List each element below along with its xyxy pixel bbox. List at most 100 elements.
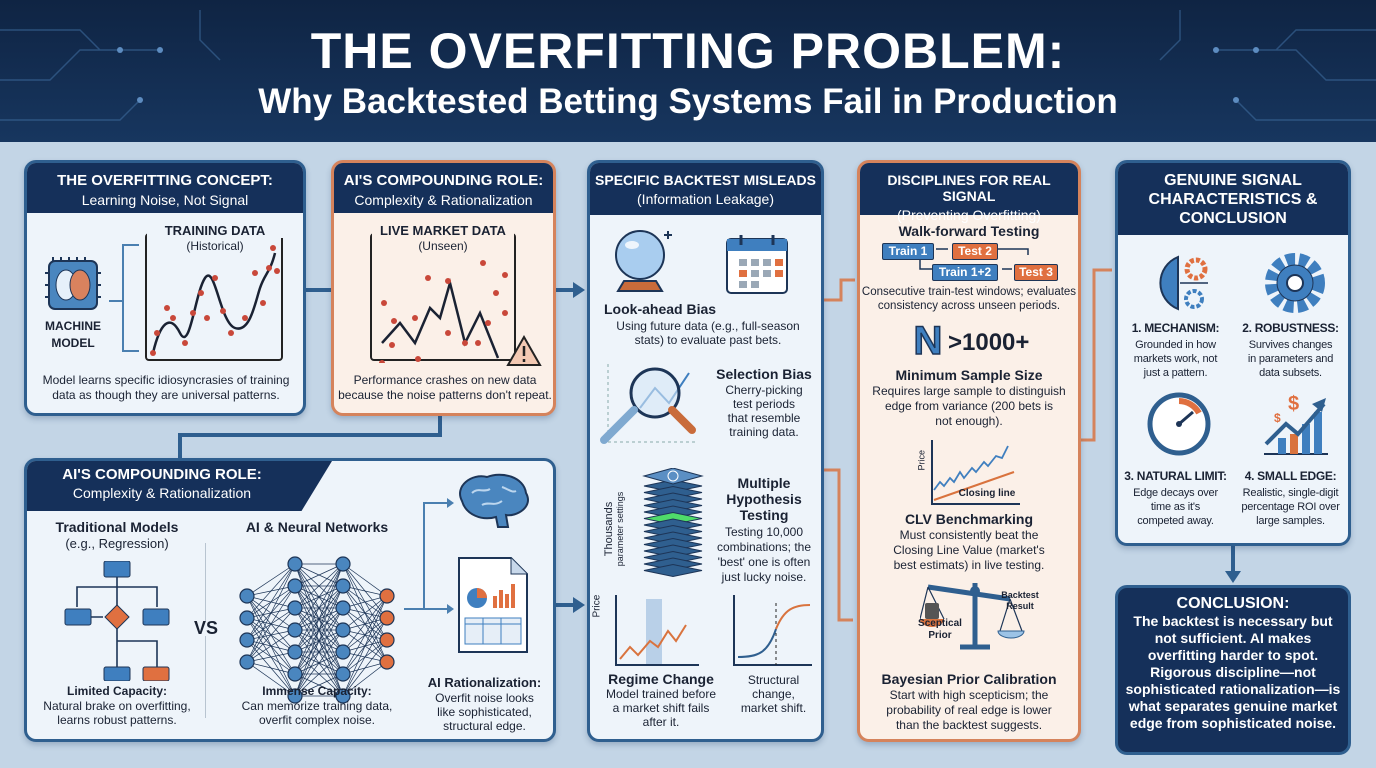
- description: Cherry-picking: [725, 383, 803, 397]
- description: Can memorize training data,: [241, 699, 393, 713]
- brain-chip-icon: [45, 257, 101, 310]
- characteristic-title: 2. ROBUSTNESS:: [1242, 321, 1339, 335]
- chart-subtitle: (Historical): [186, 239, 244, 253]
- panel-title: DISCIPLINES FOR REAL SIGNAL: [887, 172, 1051, 204]
- test-2-box: Test 2: [952, 243, 998, 260]
- characteristic-description: in parameters and: [1247, 353, 1334, 365]
- panel-title: CHARACTERISTICS &: [1148, 191, 1318, 208]
- immense-capacity-title: Immense Capacity:: [262, 684, 372, 698]
- description: 'best' one is often: [717, 555, 811, 569]
- gear-icon: [1265, 253, 1325, 313]
- description: structural edge.: [443, 719, 526, 733]
- description: market shift.: [740, 701, 807, 715]
- description: data as though they are universal patter…: [52, 388, 280, 402]
- characteristic-description: Grounded in how: [1135, 339, 1216, 351]
- svg-text:$: $: [1274, 411, 1281, 425]
- characteristic-description: Realistic, single-digit: [1242, 487, 1339, 499]
- description: than the backtest suggests.: [895, 718, 1043, 732]
- gears-head-icon: [1159, 255, 1208, 311]
- characteristic-description: Edge decays over: [1133, 487, 1218, 499]
- conclusion-title: CONCLUSION:: [1176, 595, 1290, 612]
- panel-title: GENUINE SIGNAL: [1164, 172, 1302, 189]
- page-title: THE OVERFITTING PROBLEM:: [310, 23, 1066, 79]
- regime-change-chart: [615, 595, 699, 666]
- description: after it.: [642, 715, 680, 729]
- multiple-hypothesis-title: Testing: [739, 507, 789, 523]
- characteristic-description: data subsets.: [1259, 367, 1322, 379]
- chart-subtitle: (Unseen): [418, 239, 468, 253]
- gauge-icon: [1147, 392, 1211, 456]
- compounding-role-panel: AI'S COMPOUNDING ROLE: Complexity & Rati…: [24, 458, 556, 742]
- regime-change-title: Regime Change: [608, 671, 714, 687]
- report-document-icon: [458, 557, 528, 653]
- growth-chart-icon: $$: [1264, 393, 1328, 455]
- description: stats) to evaluate past bets.: [634, 333, 782, 347]
- flowchart-icon: [64, 561, 170, 681]
- multiple-hypothesis-title: Multiple: [737, 475, 791, 491]
- characteristic-description: time as it's: [1150, 501, 1201, 513]
- conclusion-line: what separates genuine market: [1128, 698, 1338, 714]
- characteristic-description: percentage ROI over: [1241, 501, 1340, 513]
- description: Consecutive train-test windows; evaluate…: [861, 286, 1077, 298]
- neural-network-icon: [239, 556, 395, 704]
- structural-change-chart: [733, 595, 812, 666]
- limited-capacity-title: Limited Capacity:: [66, 684, 168, 698]
- panel-subtitle: Learning Noise, Not Signal: [81, 192, 249, 208]
- closing-line-label: Closing line: [958, 488, 1016, 499]
- walk-forward-title: Walk-forward Testing: [898, 223, 1040, 239]
- arrows: [109, 244, 139, 352]
- panel-subtitle: (Information Leakage): [637, 191, 774, 207]
- description: training data.: [729, 425, 799, 439]
- stack-label-line: Thousands: [603, 501, 615, 557]
- balance-scale-icon: [920, 583, 1025, 650]
- overfitting-concept-panel: THE OVERFITTING CONCEPT: Learning Noise, …: [24, 160, 306, 416]
- description: Model learns specific idiosyncrasies of …: [42, 373, 290, 387]
- characteristic-description: large samples.: [1256, 515, 1325, 527]
- conclusion-line: not sufficient. AI makes: [1154, 630, 1312, 646]
- panel-title: THE OVERFITTING CONCEPT:: [57, 172, 273, 189]
- traditional-title: Traditional Models: [55, 519, 179, 535]
- panel-title: SPECIFIC BACKTEST MISLEADS: [595, 172, 816, 188]
- warning-icon: [506, 335, 542, 366]
- description: Testing 10,000: [724, 525, 804, 539]
- description: that resemble: [727, 411, 801, 425]
- vs-label: VS: [187, 619, 225, 637]
- description: Structural: [747, 673, 800, 687]
- conclusion-line: The backtest is necessary but: [1133, 613, 1333, 629]
- ai-title: AI & Neural Networks: [245, 519, 389, 535]
- label-line: Prior: [928, 630, 952, 641]
- n-letter: N: [913, 319, 943, 363]
- conclusion-box: CONCLUSION: The backtest is necessary bu…: [1115, 585, 1351, 755]
- train-1-2-box: Train 1+2: [932, 264, 998, 281]
- backtest-misleads-panel: SPECIFIC BACKTEST MISLEADS (Information L…: [587, 160, 824, 742]
- description: Model trained before: [605, 687, 717, 701]
- characteristic-description: markets work, not: [1133, 353, 1218, 365]
- panel-title: CONCLUSION: [1179, 210, 1287, 227]
- description: edge from variance (200 bets is: [884, 399, 1054, 413]
- live-market-panel: AI'S COMPOUNDING ROLE:Complexity & Ratio…: [331, 160, 556, 416]
- description: overfit complex noise.: [258, 713, 376, 727]
- circuit-pattern: [0, 10, 1376, 121]
- axis-label: Price: [916, 449, 927, 471]
- walk-forward-arrows: [919, 248, 1029, 270]
- panel-title: AI'S COMPOUNDING ROLE:: [62, 466, 262, 483]
- description: Overfit noise looks: [435, 691, 534, 705]
- description: combinations; the: [716, 540, 812, 554]
- description: like sophisticated,: [437, 705, 532, 719]
- description: learns robust patterns.: [57, 713, 177, 727]
- model-label: MODEL: [51, 336, 95, 350]
- conclusion-line: Rigorous discipline—not: [1150, 664, 1316, 680]
- description: Start with high scepticism; the: [889, 688, 1049, 702]
- test-3-box: Test 3: [1014, 264, 1058, 281]
- description: consistency across unseen periods.: [877, 300, 1061, 312]
- ai-rationalization-title: AI Rationalization:: [427, 675, 542, 690]
- stack-label-line: parameter settings: [615, 491, 625, 567]
- svg-text:$: $: [1288, 393, 1299, 415]
- label-line: Backtest: [1001, 590, 1039, 600]
- sample-size-title: Minimum Sample Size: [895, 367, 1043, 383]
- parameter-stack-icon: [642, 468, 704, 578]
